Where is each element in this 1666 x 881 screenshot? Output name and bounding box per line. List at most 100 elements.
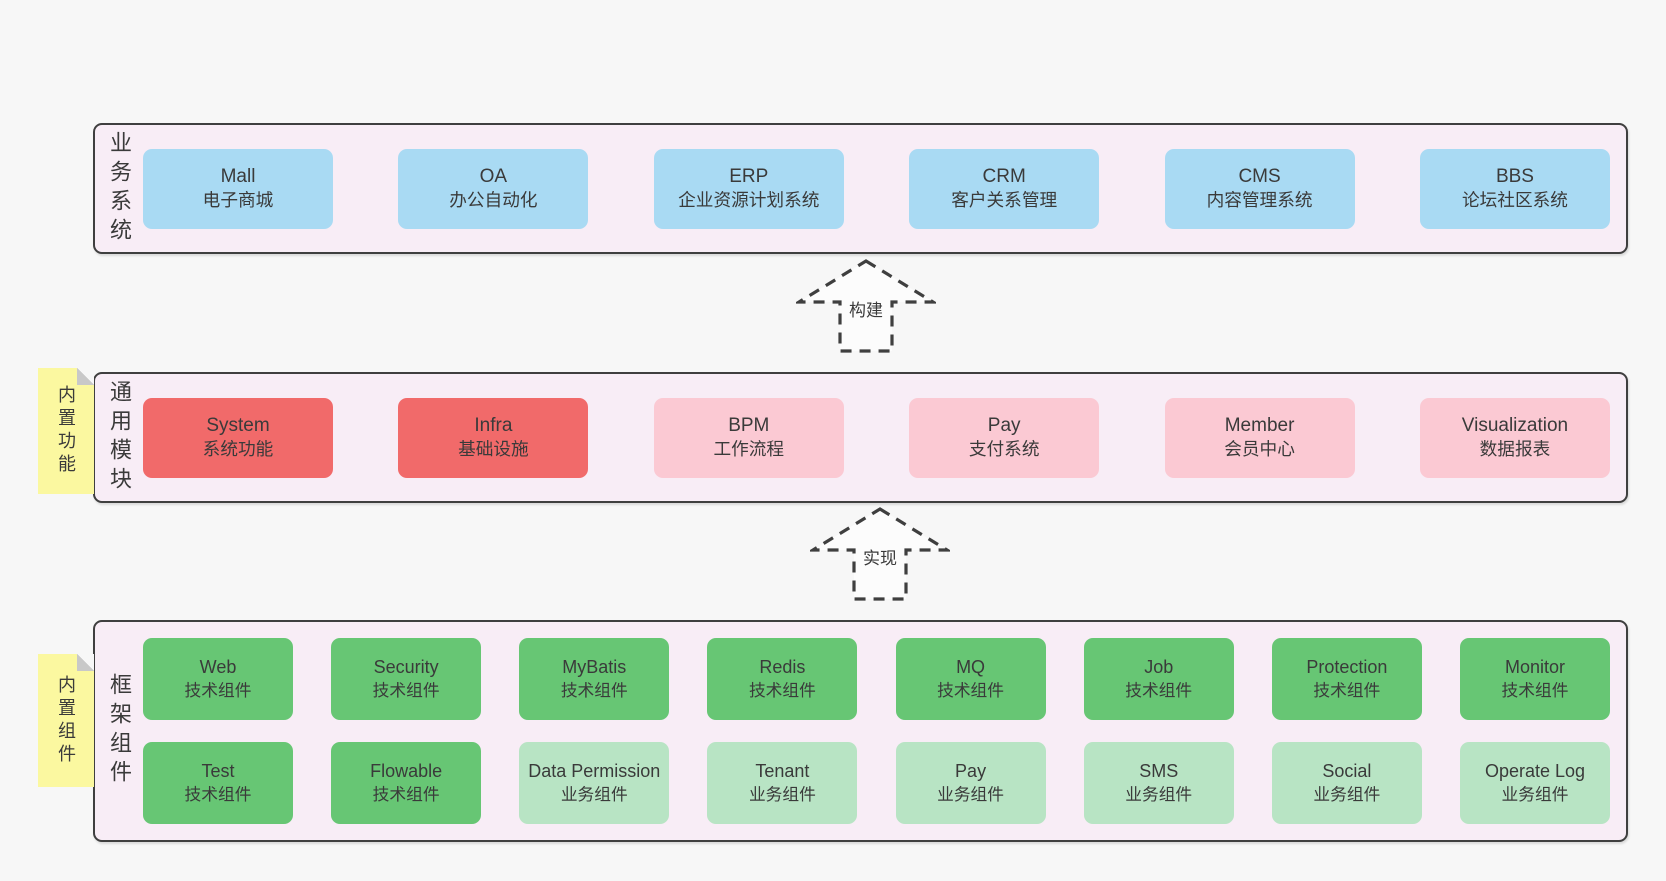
box-cms: CMS 内容管理系统 [1164,148,1355,229]
box-subtitle: 论坛社区系统 [1461,190,1568,211]
box-subtitle: 技术组件 [1501,680,1569,700]
box-flowable: Flowable 技术组件 [331,742,482,824]
box-subtitle: 会员中心 [1224,439,1295,460]
box-infra: Infra 基础设施 [398,397,589,478]
box-crm: CRM 客户关系管理 [909,148,1100,229]
box-job: Job 技术组件 [1083,638,1234,720]
tier-business-boxes: Mall 电子商城 OA 办公自动化 ERP 企业资源计划系统 CRM 客户关系… [143,125,1626,252]
box-monitor: Monitor 技术组件 [1459,638,1610,720]
tier-business-label: 业务系统 [107,130,132,247]
arrow-build-label: 构建 [846,296,886,321]
box-title: Security [373,657,439,678]
box-subtitle: 业务组件 [1125,784,1193,804]
tier-modules-boxes: System 系统功能 Infra 基础设施 BPM 工作流程 Pay 支付系统… [143,374,1626,501]
box-title: SMS [1139,761,1179,782]
box-subtitle: 业务组件 [1501,784,1569,804]
box-subtitle: 业务组件 [937,784,1005,804]
arrow-build: 构建 [796,258,936,354]
box-data-permission: Data Permission 业务组件 [519,742,670,824]
box-subtitle: 业务组件 [1313,784,1381,804]
box-mybatis: MyBatis 技术组件 [519,638,670,720]
box-social: Social 业务组件 [1271,742,1422,824]
box-title: OA [479,166,508,188]
box-title: Data Permission [528,761,661,782]
sticky-label: 内置组件 [56,674,76,767]
tier-modules-label: 通用模块 [107,379,132,496]
box-web: Web 技术组件 [143,638,293,720]
box-title: Social [1322,761,1372,782]
box-title: Test [201,761,235,782]
box-title: Pay [987,415,1021,437]
folded-corner-icon [77,654,94,671]
box-subtitle: 业务组件 [748,784,816,804]
box-oa: OA 办公自动化 [398,148,589,229]
box-title: Redis [759,657,806,678]
box-subtitle: 技术组件 [748,680,816,700]
box-tenant: Tenant 业务组件 [707,742,858,824]
box-subtitle: 技术组件 [184,680,252,700]
box-title: System [206,415,270,437]
box-title: Job [1144,657,1174,678]
box-redis: Redis 技术组件 [707,638,858,720]
box-mall: Mall 电子商城 [143,148,333,229]
sticky-built-in-features: 内置功能 [38,368,94,494]
box-security: Security 技术组件 [331,638,482,720]
box-title: BBS [1495,166,1534,188]
box-subtitle: 企业资源计划系统 [678,190,820,211]
folded-corner-icon [77,368,94,385]
box-title: Flowable [370,761,443,782]
box-test: Test 技术组件 [143,742,293,824]
tier-framework-components: 框架组件 Web 技术组件 Security 技术组件 MyBatis 技术组件… [93,620,1628,842]
tier-components-grid: Web 技术组件 Security 技术组件 MyBatis 技术组件 Redi… [143,622,1626,840]
box-sms: SMS 业务组件 [1083,742,1234,824]
box-title: Pay [955,761,987,782]
box-title: Visualization [1461,415,1569,437]
box-title: CMS [1238,166,1281,188]
box-title: Protection [1306,657,1388,678]
box-subtitle: 技术组件 [1125,680,1193,700]
box-visualization: Visualization 数据报表 [1419,397,1610,478]
sticky-label: 内置功能 [56,385,76,477]
box-operate-log: Operate Log 业务组件 [1459,742,1610,824]
box-title: MQ [956,657,986,678]
box-pay-module: Pay 支付系统 [909,397,1100,478]
box-subtitle: 客户关系管理 [951,190,1058,211]
box-title: Mall [220,166,256,188]
box-subtitle: 内容管理系统 [1206,190,1313,211]
tier-components-label: 框架组件 [107,673,132,789]
box-subtitle: 数据报表 [1479,439,1551,460]
box-erp: ERP 企业资源计划系统 [653,148,844,229]
box-subtitle: 业务组件 [560,784,628,804]
box-system: System 系统功能 [143,397,333,478]
box-title: Web [199,657,237,678]
box-subtitle: 办公自动化 [449,190,538,211]
box-subtitle: 电子商城 [202,190,274,211]
box-member: Member 会员中心 [1164,397,1355,478]
box-subtitle: 技术组件 [560,680,628,700]
box-subtitle: 系统功能 [202,439,274,460]
box-title: Tenant [755,761,810,782]
box-title: MyBatis [562,657,627,678]
box-title: Operate Log [1484,761,1586,782]
box-title: Infra [474,415,513,437]
box-subtitle: 技术组件 [937,680,1005,700]
box-subtitle: 技术组件 [372,680,440,700]
box-title: BPM [728,415,770,437]
sticky-built-in-components: 内置组件 [38,654,94,787]
box-title: Monitor [1504,657,1565,678]
arrow-implement-label: 实现 [860,544,900,569]
arrow-implement: 实现 [810,506,950,602]
box-protection: Protection 技术组件 [1271,638,1422,720]
box-title: CRM [982,166,1026,188]
tier-business-systems: 业务系统 Mall 电子商城 OA 办公自动化 ERP 企业资源计划系统 CRM… [93,123,1628,254]
box-title: Member [1224,415,1295,437]
box-pay-component: Pay 业务组件 [895,742,1046,824]
box-subtitle: 支付系统 [968,439,1040,460]
box-bpm: BPM 工作流程 [653,397,844,478]
box-title: ERP [729,166,769,188]
box-subtitle: 技术组件 [1313,680,1381,700]
box-subtitle: 技术组件 [372,784,440,804]
box-subtitle: 技术组件 [184,784,252,804]
tier-common-modules: 通用模块 System 系统功能 Infra 基础设施 BPM 工作流程 Pay… [93,372,1628,503]
box-bbs: BBS 论坛社区系统 [1419,148,1610,229]
